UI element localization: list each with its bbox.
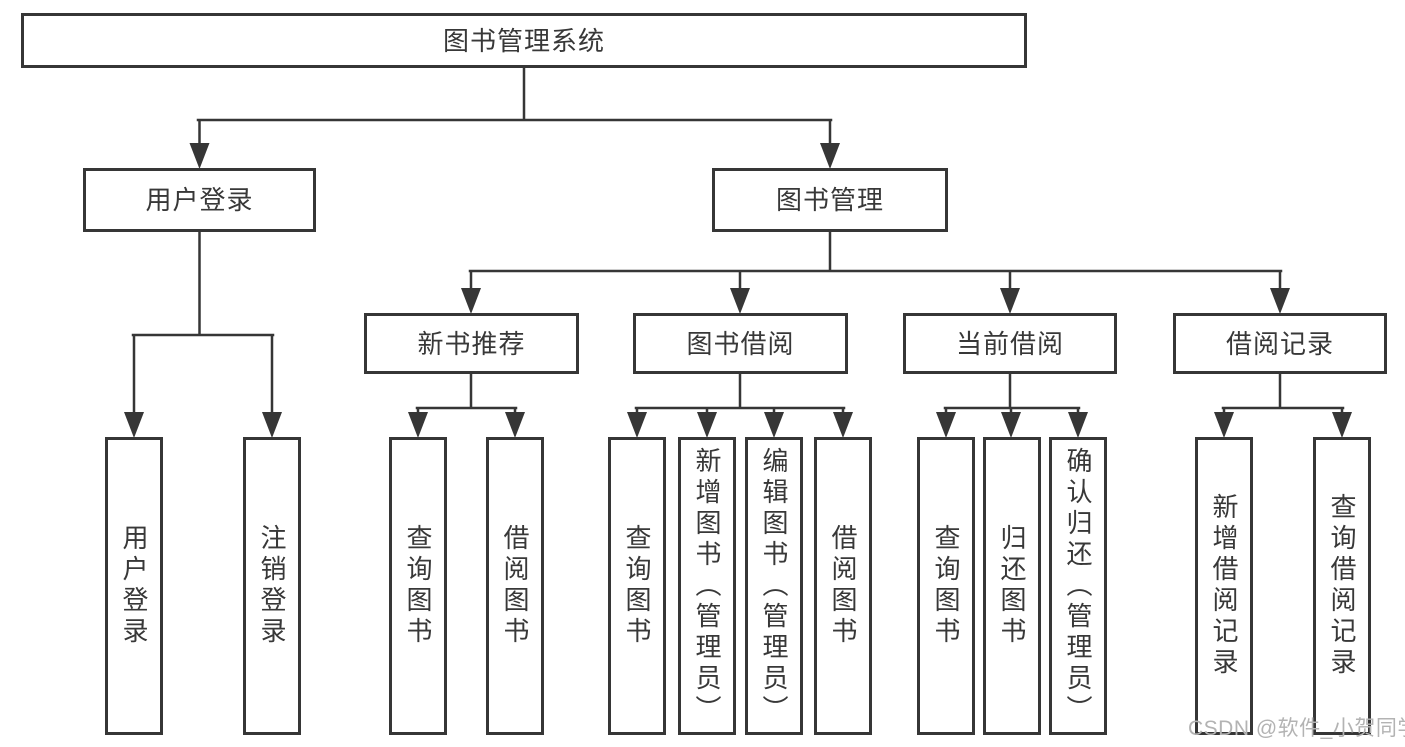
leaf-records-query-borrow-record: 查询借阅记录 bbox=[1313, 437, 1371, 735]
leaf-current-query-books: 查询图书 bbox=[917, 437, 975, 735]
arrow-down-icon bbox=[1214, 412, 1234, 438]
leaf-newbooks-query-books-label: 查询图书 bbox=[403, 524, 433, 648]
leaf-borrow-add-books-admin: 新增图书（管理员） bbox=[678, 437, 736, 735]
leaf-newbooks-borrow-books: 借阅图书 bbox=[486, 437, 544, 735]
node-book-management: 图书管理 bbox=[712, 168, 948, 232]
arrow-down-icon bbox=[124, 412, 144, 438]
arrow-down-icon bbox=[189, 143, 210, 169]
arrow-down-icon bbox=[262, 412, 282, 438]
node-root: 图书管理系统 bbox=[21, 13, 1027, 68]
watermark: CSDN @软件_小贺同学 bbox=[1188, 717, 1405, 740]
arrow-down-icon bbox=[820, 143, 840, 169]
leaf-borrow-query-books: 查询图书 bbox=[608, 437, 666, 735]
arrow-down-icon bbox=[833, 412, 853, 438]
node-borrow-records-label: 借阅记录 bbox=[1225, 328, 1334, 359]
node-new-book-recommend-label: 新书推荐 bbox=[417, 328, 526, 359]
arrow-down-icon bbox=[505, 412, 525, 438]
arrow-down-icon bbox=[1001, 412, 1021, 438]
arrow-down-icon bbox=[1068, 412, 1088, 438]
node-book-borrow-label: 图书借阅 bbox=[686, 328, 795, 359]
node-book-borrow: 图书借阅 bbox=[633, 313, 848, 374]
arrow-down-icon bbox=[936, 412, 956, 438]
arrow-down-icon bbox=[627, 412, 647, 438]
arrow-down-icon bbox=[730, 288, 750, 314]
leaf-borrow-add-books-admin-label: 新增图书（管理员） bbox=[692, 446, 722, 726]
leaf-borrow-borrow-books-label: 借阅图书 bbox=[828, 524, 858, 648]
leaf-borrow-query-books-label: 查询图书 bbox=[622, 524, 652, 648]
leaf-current-query-books-label: 查询图书 bbox=[931, 524, 961, 648]
node-current-borrow-label: 当前借阅 bbox=[955, 328, 1064, 359]
leaf-newbooks-borrow-books-label: 借阅图书 bbox=[500, 524, 530, 648]
arrow-down-icon bbox=[697, 412, 717, 438]
leaf-user-login: 用户登录 bbox=[105, 437, 163, 735]
leaf-current-confirm-return-admin: 确认归还（管理员） bbox=[1049, 437, 1107, 735]
arrow-down-icon bbox=[1270, 288, 1290, 314]
node-current-borrow: 当前借阅 bbox=[903, 313, 1117, 374]
arrow-down-icon bbox=[764, 412, 784, 438]
tree-edges bbox=[131, 64, 1345, 434]
leaf-borrow-edit-books-admin-label: 编辑图书（管理员） bbox=[759, 446, 789, 726]
node-root-label: 图书管理系统 bbox=[442, 25, 605, 56]
arrow-down-icon bbox=[1000, 288, 1020, 314]
arrow-down-icon bbox=[408, 412, 428, 438]
leaf-logout-label: 注销登录 bbox=[257, 524, 287, 648]
leaf-records-add-borrow-record: 新增借阅记录 bbox=[1195, 437, 1253, 735]
node-book-management-label: 图书管理 bbox=[775, 185, 884, 215]
leaf-current-return-books: 归还图书 bbox=[983, 437, 1041, 735]
leaf-newbooks-query-books: 查询图书 bbox=[389, 437, 447, 735]
node-new-book-recommend: 新书推荐 bbox=[364, 313, 579, 374]
leaf-current-return-books-label: 归还图书 bbox=[997, 524, 1027, 648]
leaf-user-login-label: 用户登录 bbox=[119, 524, 149, 648]
leaf-records-query-borrow-record-label: 查询借阅记录 bbox=[1327, 493, 1357, 679]
leaf-borrow-borrow-books: 借阅图书 bbox=[814, 437, 872, 735]
node-user-login: 用户登录 bbox=[83, 168, 316, 232]
arrow-down-icon bbox=[461, 288, 481, 314]
arrow-down-icon bbox=[1332, 412, 1352, 438]
node-borrow-records: 借阅记录 bbox=[1173, 313, 1387, 374]
leaf-records-add-borrow-record-label: 新增借阅记录 bbox=[1209, 493, 1239, 679]
leaf-current-confirm-return-admin-label: 确认归还（管理员） bbox=[1063, 446, 1093, 726]
leaf-logout: 注销登录 bbox=[243, 437, 301, 735]
node-user-login-label: 用户登录 bbox=[145, 185, 254, 215]
leaf-borrow-edit-books-admin: 编辑图书（管理员） bbox=[745, 437, 803, 735]
